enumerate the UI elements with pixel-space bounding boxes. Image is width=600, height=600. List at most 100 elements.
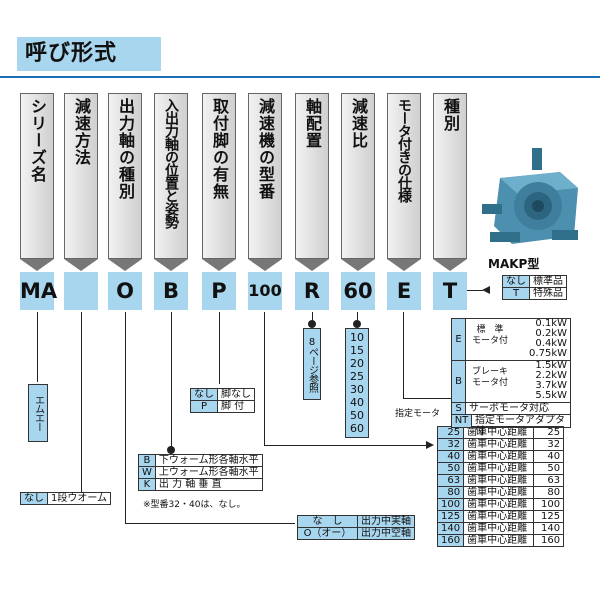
size-value: 40	[533, 450, 565, 463]
title-underline	[0, 76, 600, 78]
column-header-8: モータ付きの仕様	[387, 93, 421, 259]
foot-key: P	[190, 400, 218, 413]
column-code: R	[295, 272, 329, 310]
ratio-item: 40	[350, 396, 364, 409]
foot-key: なし	[190, 388, 218, 401]
ratio-item: 20	[350, 357, 364, 370]
connector-line	[467, 290, 483, 291]
foot-value: 脚なし	[217, 388, 255, 401]
column-code: T	[433, 272, 467, 310]
column-label: 取付脚の有無	[210, 98, 229, 200]
column-code: 60	[341, 272, 375, 310]
shaft-arrangement-note: 8ページ参照	[303, 328, 321, 400]
motor-nt-text: 指定モータアダプタ付	[475, 415, 565, 437]
kind-value: 標準品	[529, 275, 567, 288]
ratio-item: 15	[350, 344, 364, 357]
motor-value: 0.1kW	[535, 318, 567, 329]
column-header-1: 減速方法	[64, 93, 98, 259]
column-arrow	[387, 259, 421, 271]
size-key: 125	[436, 510, 465, 523]
column-label: 軸配置	[303, 98, 322, 149]
column-header-2: 出力軸の種別	[108, 93, 142, 259]
motor-value: 3.7kW	[535, 380, 567, 391]
column-label: モータ付きの仕様	[396, 98, 412, 202]
size-value: 50	[533, 462, 565, 475]
position-value: 下ウォーム形各軸水平	[154, 454, 263, 467]
column-label: 減速機の型番	[256, 98, 275, 200]
size-label: 歯車中心距離	[463, 474, 535, 487]
kind-key: なし	[502, 275, 530, 288]
column-label: 減速方法	[72, 98, 91, 166]
column-header-5: 減速機の型番	[248, 93, 282, 259]
motor-e-label: モータ付	[471, 336, 508, 346]
output-shaft-value: 出力中空軸	[357, 527, 415, 540]
column-code: P	[202, 272, 236, 310]
gear-reducer-image	[482, 148, 578, 244]
column-arrow	[341, 259, 375, 271]
position-note: ※型番32・40は、なし。	[143, 500, 246, 510]
size-key: 32	[436, 438, 465, 451]
motor-key-e: E	[452, 319, 466, 360]
size-key: 100	[436, 498, 465, 511]
position-key: B	[138, 454, 156, 467]
ratio-item: 60	[350, 422, 364, 435]
motor-value: 5.5kW	[535, 390, 567, 401]
column-label: 減速比	[349, 98, 368, 149]
size-key: 160	[436, 534, 465, 547]
size-key: 63	[436, 474, 465, 487]
motor-b-label: ブレーキ	[471, 367, 508, 377]
column-code: B	[154, 272, 188, 310]
connector-dot	[167, 446, 175, 454]
motor-key-nt: NT	[452, 415, 472, 427]
size-label: 歯車中心距離	[463, 522, 535, 535]
page-title: 呼び形式	[17, 37, 161, 71]
column-header-3: 入出力軸の位置と姿勢	[154, 93, 188, 259]
column-code: 100	[248, 272, 282, 310]
motor-value: 0.2kW	[535, 328, 567, 339]
ratio-item: 25	[350, 370, 364, 383]
motor-key-b: B	[452, 361, 466, 402]
position-value: 出 力 軸 垂 直	[154, 478, 263, 491]
connector-line	[219, 312, 220, 384]
size-label: 歯車中心距離	[463, 534, 535, 547]
output-shaft-key: O（オー）	[297, 527, 358, 540]
connector-line	[403, 398, 451, 399]
connector-line	[264, 445, 430, 446]
connector-line	[312, 312, 313, 326]
connector-line	[125, 312, 126, 523]
ratio-item: 30	[350, 383, 364, 396]
motor-value: 1.5kW	[535, 360, 567, 371]
motor-b-label: モータ付	[471, 378, 508, 388]
position-key: W	[138, 466, 156, 479]
connector-line	[264, 312, 265, 445]
output-shaft-table: な し出力中実軸 O（オー）出力中空軸	[297, 515, 415, 540]
position-key: K	[138, 478, 156, 491]
column-header-0: シリーズ名	[20, 93, 54, 259]
connector-line	[171, 312, 172, 450]
motor-value: 2.2kW	[535, 370, 567, 381]
connector-line	[125, 523, 295, 524]
size-value: 25	[533, 426, 565, 439]
column-header-4: 取付脚の有無	[202, 93, 236, 259]
kind-key: T	[502, 287, 530, 300]
column-arrow	[108, 259, 142, 271]
size-label: 歯車中心距離	[463, 438, 535, 451]
connector-dot	[308, 320, 316, 328]
motor-key-s: S	[452, 403, 466, 414]
size-value: 140	[533, 522, 565, 535]
column-arrow	[154, 259, 188, 271]
motor-side-label: 指定モータ	[395, 409, 441, 419]
size-value: 125	[533, 510, 565, 523]
size-label: 歯車中心距離	[463, 450, 535, 463]
